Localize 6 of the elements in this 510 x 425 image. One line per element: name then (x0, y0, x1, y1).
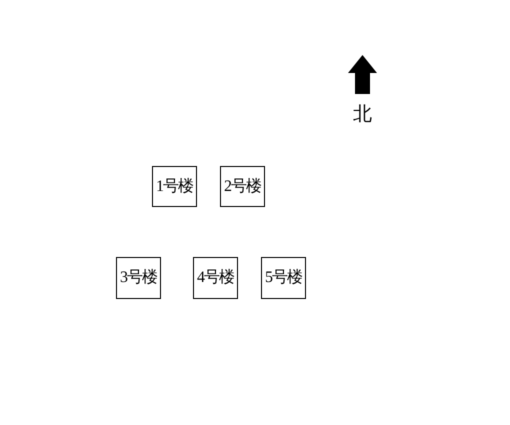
building-block: 1号楼 (152, 166, 197, 207)
building-block: 5号楼 (261, 257, 306, 299)
building-block: 2号楼 (220, 166, 265, 207)
north-label: 北 (353, 105, 372, 124)
building-block: 3号楼 (116, 257, 161, 299)
building-block: 4号楼 (193, 257, 238, 299)
